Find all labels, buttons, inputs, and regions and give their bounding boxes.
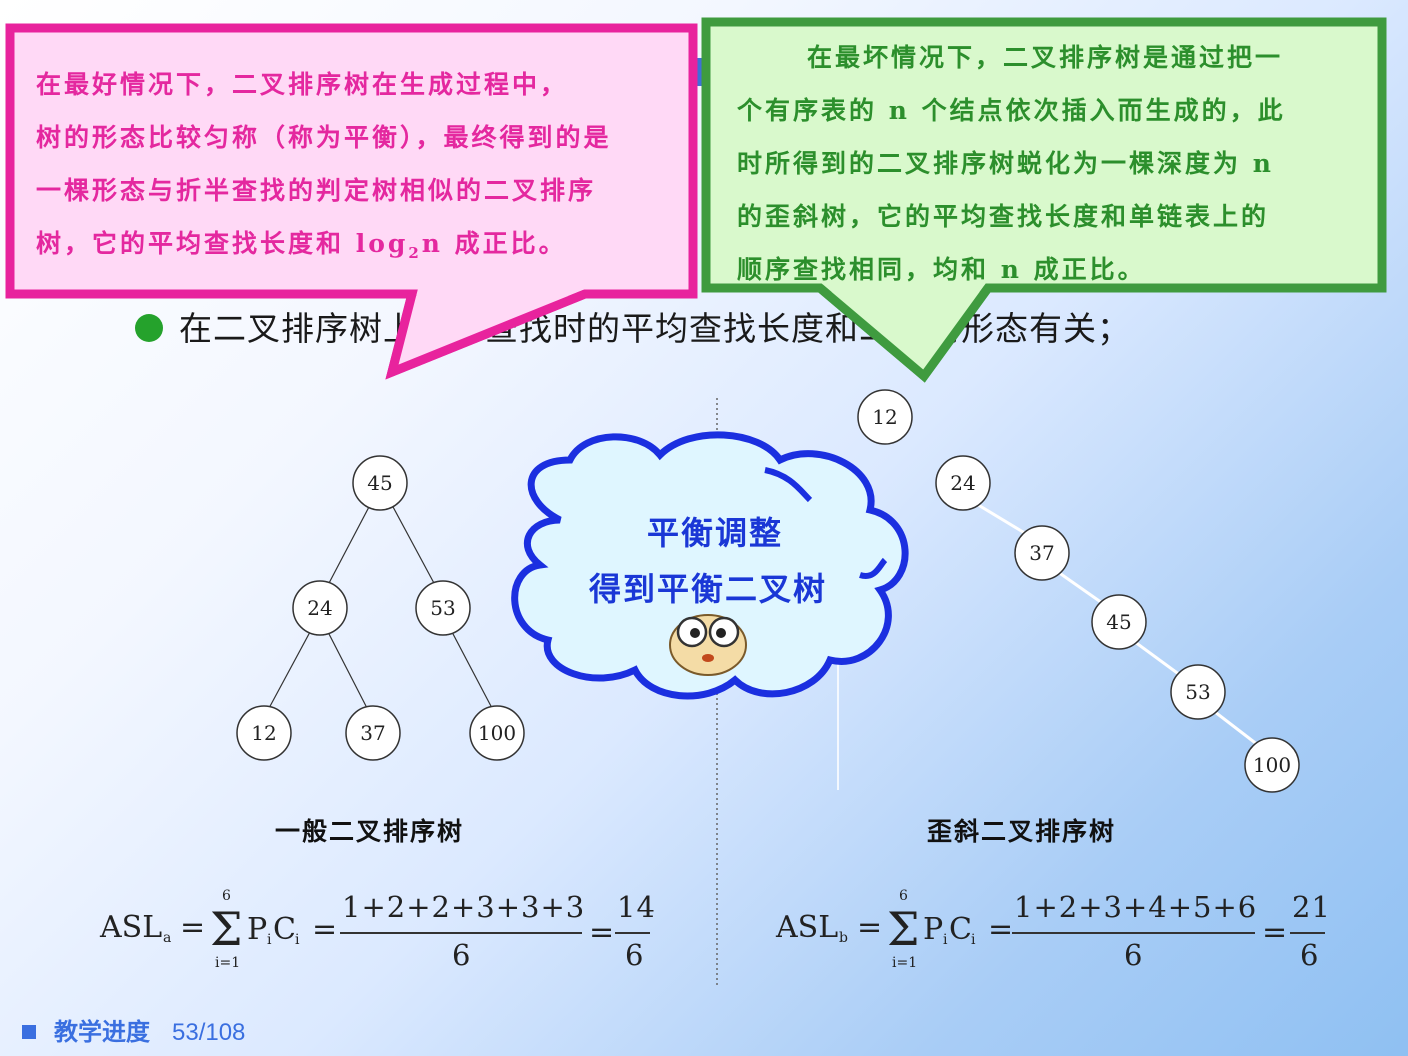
term-c-sub: i (971, 932, 976, 948)
worst-callout-pointer-outline (817, 284, 992, 383)
worst-case-line: 的歪斜树，它的平均查找长度和单链表上的 (737, 202, 1270, 231)
best-case-line: 在最好情况下，二叉排序树在生成过程中， (36, 70, 569, 99)
best-case-line: 树的形态比较匀称（称为平衡），最终得到的是 (36, 123, 612, 152)
worst-case-line: 在最坏情况下，二叉排序树是通过把一 (807, 43, 1284, 72)
worst-case-line: 时所得到的二叉排序树蜕化为一棵深度为 n (737, 149, 1274, 178)
tree-node-label: 37 (1029, 541, 1054, 565)
right-tree-labels: 12 24 37 45 53 100 (872, 405, 1291, 777)
tree-node-label: 100 (478, 721, 516, 745)
worst-case-text: 在最坏情况下，二叉排序树是通过把一 个有序表的 n 个结点依次插入而生成的，此 … (737, 31, 1377, 296)
sigma-lower: i=1 (215, 955, 241, 971)
worst-case-line: 顺序查找相同，均和 n 成正比。 (737, 255, 1146, 284)
tree-node-label: 12 (872, 405, 897, 429)
left-tree-nodes (236, 455, 525, 761)
equals-sign: = (1262, 915, 1288, 950)
best-case-line: 一棵形态与折半查找的判定树相似的二叉排序 (36, 176, 597, 205)
fraction-bar (1290, 932, 1325, 934)
cartoon-face-icon (669, 614, 747, 676)
result-denominator: 6 (625, 938, 645, 972)
equals-sign: = (312, 912, 338, 947)
term-p-sub: i (943, 932, 948, 948)
tree-node-label: 24 (950, 471, 975, 495)
result-numerator: 21 (1292, 890, 1331, 924)
equals-sign: = (857, 910, 883, 945)
tree-node-label: 45 (367, 471, 392, 495)
result-denominator: 6 (1300, 938, 1320, 972)
denominator: 6 (1124, 938, 1144, 972)
sigma-upper: 6 (222, 888, 231, 904)
best-case-line-last: 树，它的平均查找长度和 log2n 成正比。 (36, 217, 686, 280)
right-tree-edges (974, 501, 1259, 747)
denominator: 6 (452, 938, 472, 972)
term-c: C (949, 912, 972, 947)
asl-symbol: ASL (100, 910, 163, 945)
cloud-text: 平衡调整 得到平衡二叉树 (575, 505, 855, 617)
left-tree-edges (267, 504, 494, 711)
sigma-upper: 6 (899, 888, 908, 904)
tree-node-label: 24 (307, 596, 332, 620)
best-case-text: 在最好情况下，二叉排序树在生成过程中， 树的形态比较匀称（称为平衡），最终得到的… (36, 58, 686, 280)
term-p: P (247, 912, 268, 947)
cloud-inner-curve (859, 557, 888, 579)
right-tree-nodes (857, 389, 1300, 793)
numerator: 1+2+2+3+3+3 (342, 890, 586, 924)
tree-node-label: 100 (1253, 753, 1291, 777)
footer-square-icon (22, 1024, 36, 1039)
numerator: 1+2+3+4+5+6 (1014, 890, 1258, 924)
term-c-sub: i (295, 932, 300, 948)
tree-node-label: 53 (430, 596, 455, 620)
sigma-lower: i=1 (892, 955, 918, 971)
tree-node-label: 37 (360, 721, 385, 745)
equals-sign: = (988, 912, 1014, 947)
sigma-icon: Σ (210, 902, 243, 956)
fraction-bar (615, 932, 650, 934)
asl-subscript: a (163, 930, 172, 946)
asl-subscript: b (839, 930, 848, 946)
term-p: P (923, 912, 944, 947)
fraction-bar (1012, 932, 1255, 934)
right-tree-caption: 歪斜二叉排序树 (927, 817, 1117, 846)
equals-sign: = (589, 915, 615, 950)
tree-node-label: 53 (1185, 680, 1210, 704)
best-callout-pointer-outline (385, 289, 587, 380)
best-case-line-part: 树，它的平均查找长度和 log (36, 229, 409, 258)
worst-case-line: 个有序表的 n 个结点依次插入而生成的，此 (737, 96, 1286, 125)
log-subscript: 2 (408, 244, 422, 262)
worst-callout-pointer (826, 292, 988, 376)
equals-sign: = (180, 910, 206, 945)
bullet-dot-icon (135, 314, 163, 342)
cloud-line-1: 平衡调整 (646, 514, 783, 552)
left-tree-labels: 45 24 53 12 37 100 (251, 471, 516, 745)
bullet-point: 在二叉排序树上进行查找时的平均查找长度和二叉树形态有关； (135, 302, 1131, 350)
term-c: C (273, 912, 296, 947)
footer-page-number: 53/108 (172, 1019, 246, 1046)
asl-symbol: ASL (776, 910, 839, 945)
cloud-line-2: 得到平衡二叉树 (588, 570, 827, 608)
term-p-sub: i (267, 932, 272, 948)
footer: 教学进度 53/108 (22, 1012, 245, 1047)
cloud-inner-curve (764, 467, 813, 503)
result-numerator: 14 (617, 890, 656, 924)
fraction-bar (340, 932, 582, 934)
sigma-icon: Σ (887, 902, 920, 956)
tree-node-label: 12 (251, 721, 276, 745)
left-tree-caption: 一般二叉排序树 (275, 817, 465, 846)
tree-node-label: 45 (1106, 610, 1131, 634)
best-case-line-part: n 成正比。 (421, 229, 567, 258)
footer-label[interactable]: 教学进度 (54, 1019, 150, 1046)
